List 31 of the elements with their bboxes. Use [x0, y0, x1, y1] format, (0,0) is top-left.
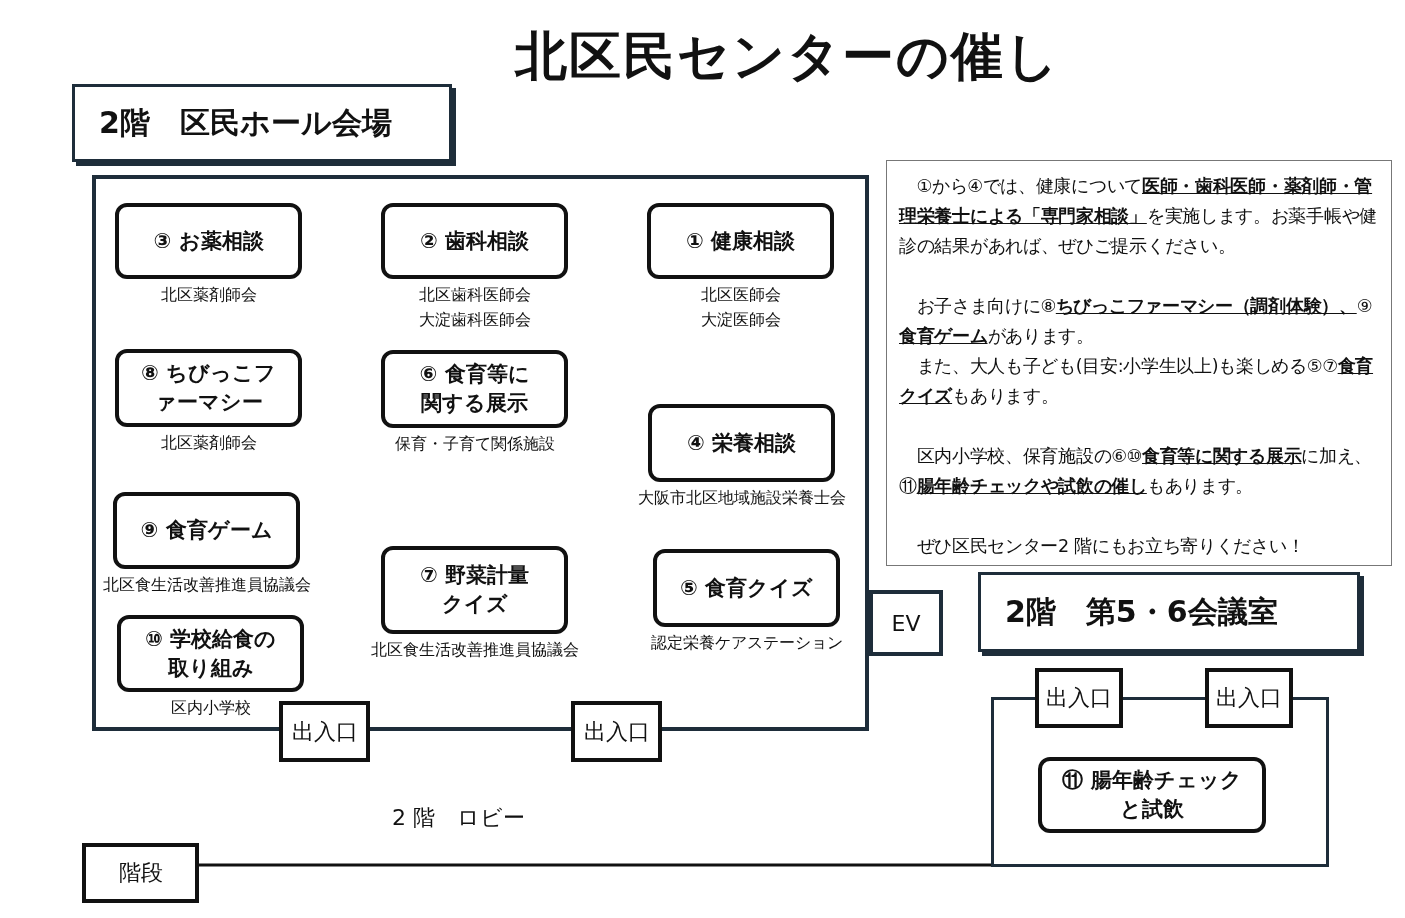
- organization-name: 北区食生活改善推進員協議会: [369, 639, 580, 661]
- booth-box: ⑪ 腸年齢チェックと試飲: [1038, 757, 1266, 833]
- title: 北区民センターの催し: [513, 25, 1061, 88]
- booth-box: ③ お薬相談: [115, 203, 302, 279]
- organization-name: 認定栄養ケアステーション: [649, 632, 844, 654]
- booth-box: ⑥ 食育等に関する展示: [381, 350, 568, 428]
- organization-name: 北区医師会 大淀医師会: [699, 284, 782, 331]
- organization-name: 大阪市北区地域施設栄養士会: [636, 487, 847, 509]
- booth-box: ② 歯科相談: [381, 203, 568, 279]
- elevator-box: EV: [869, 590, 943, 656]
- organization-name: 北区薬剤師会: [159, 284, 258, 306]
- booth-box: ⑧ ちびっこファーマシー: [115, 349, 302, 427]
- wall-line: [199, 863, 991, 867]
- booth-box: ⑤ 食育クイズ: [653, 549, 840, 627]
- organization-name: 北区薬剤師会: [159, 432, 258, 454]
- booth-box: ④ 栄養相談: [648, 404, 835, 482]
- door-box: 出入口: [1035, 668, 1123, 728]
- booth-box: ⑦ 野菜計量クイズ: [381, 546, 568, 634]
- booth-box: ① 健康相談: [647, 203, 834, 279]
- door-box: 出入口: [1205, 668, 1293, 728]
- door-box: 出入口: [279, 701, 370, 762]
- organization-name: 保育・子育て関係施設: [393, 433, 556, 455]
- organization-name: 区内小学校: [169, 697, 252, 719]
- door-box: 階段: [82, 843, 199, 903]
- door-box: 出入口: [571, 701, 662, 762]
- booth-box: ⑨ 食育ゲーム: [113, 492, 300, 569]
- organization-name: 北区歯科医師会 大淀歯科医師会: [417, 284, 532, 331]
- organization-name: 北区食生活改善推進員協議会: [101, 574, 312, 596]
- booth-box: ⑩ 学校給食の取り組み: [117, 615, 304, 692]
- notes-box: ①から④では、健康について医師・歯科医師・薬剤師・管理栄養士による「専門家相談」を実施します。お薬手帳や健診の結果があれば、ぜひご提示ください。 お子さま向けに⑧ちびっこファーマシー（調剤体験）、⑨食育ゲームがあります。 また、大人も子ども(目安:小学生以上)も楽しめる⑤⑦食育クイズもあります。 区内小学校、保育施設の⑥⑩食育等に関する展示に加え、⑪腸年齢チェックや試飲の催しもあります。 ぜひ区民センター2 階にもお立ち寄りください！: [886, 160, 1392, 566]
- area-label: 2 階 ロビー: [392, 804, 525, 832]
